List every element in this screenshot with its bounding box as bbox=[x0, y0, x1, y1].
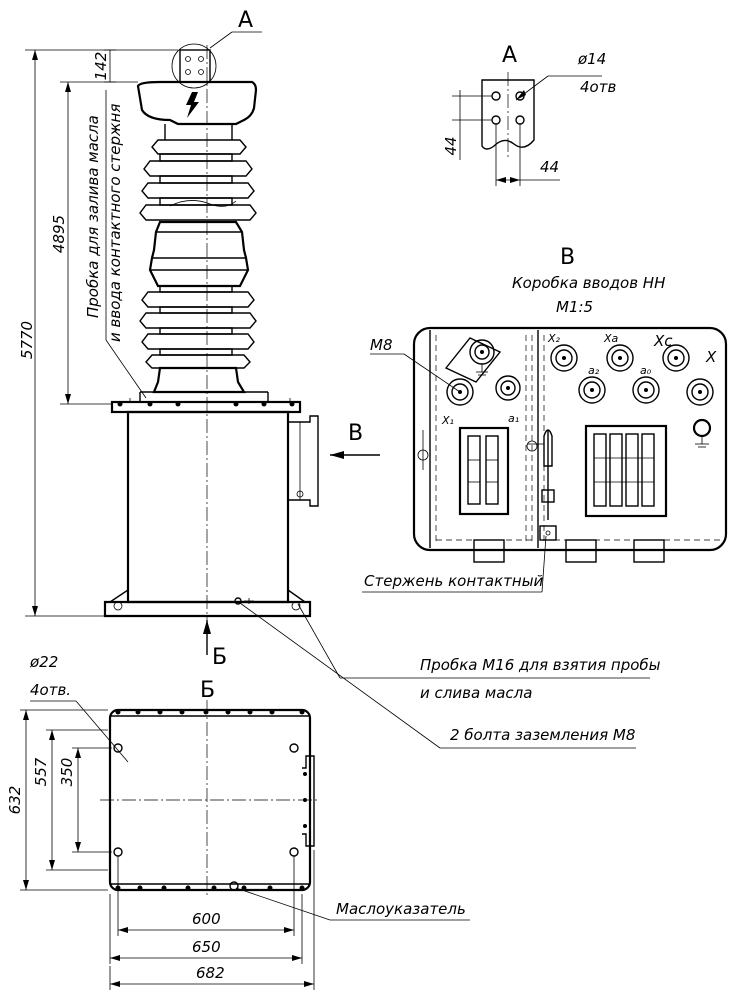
dim-base-632: 632 bbox=[6, 786, 24, 815]
terminal-block-left bbox=[458, 426, 510, 516]
view-v-arrow-label: В bbox=[348, 421, 363, 446]
sample-plug-label-2: и слива масла bbox=[420, 684, 532, 702]
bushing-flange bbox=[152, 366, 246, 394]
upper-sheds bbox=[139, 139, 257, 221]
oil-gauge-label: Маслоуказатель bbox=[336, 900, 466, 918]
detail-a-hole-count: 4отв bbox=[580, 78, 616, 96]
terminal-a2-label: a₂ bbox=[588, 364, 600, 377]
tank-base bbox=[103, 600, 312, 618]
detail-a-view: А ø14 4отв 44 44 bbox=[442, 43, 616, 186]
terminal-a2 bbox=[578, 376, 606, 404]
terminal-x1 bbox=[446, 378, 474, 406]
terminal-box-outline bbox=[412, 326, 728, 552]
terminal-a1-bushing bbox=[495, 375, 521, 401]
thread-m8-label: M8 bbox=[370, 336, 393, 354]
detail-a-title: А bbox=[502, 43, 517, 68]
terminal-a0 bbox=[632, 376, 660, 404]
base-hole-count: 4отв. bbox=[30, 681, 71, 699]
oil-gauge-icon bbox=[229, 881, 239, 891]
main-view: А bbox=[18, 8, 380, 670]
view-v-subtitle: Коробка вводов НН bbox=[512, 274, 665, 292]
dim-base-650: 650 bbox=[192, 938, 221, 956]
cable-gland-2 bbox=[565, 539, 597, 563]
base-hole-diameter: ø22 bbox=[29, 653, 58, 671]
view-b-plan: Б Маслоуказатель ø22 4отв. bbox=[6, 653, 470, 990]
terminal-x1-label: X₁ bbox=[441, 414, 454, 427]
detail-a-pitch-v: 44 bbox=[442, 136, 460, 155]
dim-top-height: 142 bbox=[92, 52, 110, 81]
dim-bushing-height: 4895 bbox=[50, 215, 68, 253]
view-b-arrow-label: Б bbox=[212, 645, 227, 670]
view-v-terminal-box: В Коробка вводов НН M1:5 M8 X₁ a₁ bbox=[362, 245, 728, 593]
side-terminal-box bbox=[288, 415, 319, 507]
top-terminal bbox=[179, 49, 211, 83]
terminal-x2-label: X₂ bbox=[547, 332, 561, 345]
contact-rod bbox=[526, 429, 557, 541]
view-v-scale: M1:5 bbox=[556, 298, 593, 316]
tank-body bbox=[126, 410, 290, 604]
high-voltage-icon bbox=[186, 92, 199, 118]
sample-plug-label-1: Пробка M16 для взятия пробы bbox=[420, 656, 661, 674]
terminal-xa-label: Xа bbox=[603, 332, 619, 345]
terminal-xa bbox=[606, 344, 634, 372]
terminal-x-label: X bbox=[705, 348, 717, 366]
ground-bolts-label: 2 болта заземления M8 bbox=[450, 726, 635, 744]
terminal-a0-label: a₀ bbox=[640, 364, 652, 377]
terminal-block-right bbox=[584, 424, 668, 518]
bushing-cap bbox=[136, 80, 258, 126]
ground-stud bbox=[692, 418, 712, 438]
contact-rod-label: Стержень контактный bbox=[364, 572, 544, 590]
lower-sheds bbox=[139, 285, 257, 369]
dim-base-350: 350 bbox=[58, 758, 76, 787]
oil-fill-plug-label-1: Пробка для залива масла bbox=[84, 115, 102, 318]
dim-base-600: 600 bbox=[192, 910, 221, 928]
side-box-plan bbox=[302, 755, 315, 847]
terminal-xc bbox=[662, 344, 690, 372]
detail-a-callout bbox=[171, 43, 217, 89]
terminal-x bbox=[686, 378, 714, 406]
tank-cover bbox=[110, 400, 302, 414]
detail-a-plate bbox=[481, 79, 535, 150]
terminal-xc-label: Xс bbox=[653, 332, 673, 350]
dim-total-height: 5770 bbox=[18, 321, 36, 359]
view-v-title: В bbox=[560, 245, 575, 270]
oil-fill-plug-label-2: и ввода контактного стержня bbox=[106, 104, 124, 342]
detail-a-hole-diameter: ø14 bbox=[577, 50, 606, 68]
dim-base-557: 557 bbox=[32, 757, 50, 786]
detail-a-tag: А bbox=[238, 8, 253, 33]
cable-gland-1 bbox=[473, 539, 505, 563]
cable-gland-3 bbox=[633, 539, 665, 563]
terminal-a1-label: a₁ bbox=[508, 412, 519, 425]
detail-a-pitch-h: 44 bbox=[540, 158, 559, 176]
terminal-x2 bbox=[550, 344, 578, 372]
view-b-title: Б bbox=[200, 678, 215, 703]
dim-base-682: 682 bbox=[196, 964, 225, 982]
